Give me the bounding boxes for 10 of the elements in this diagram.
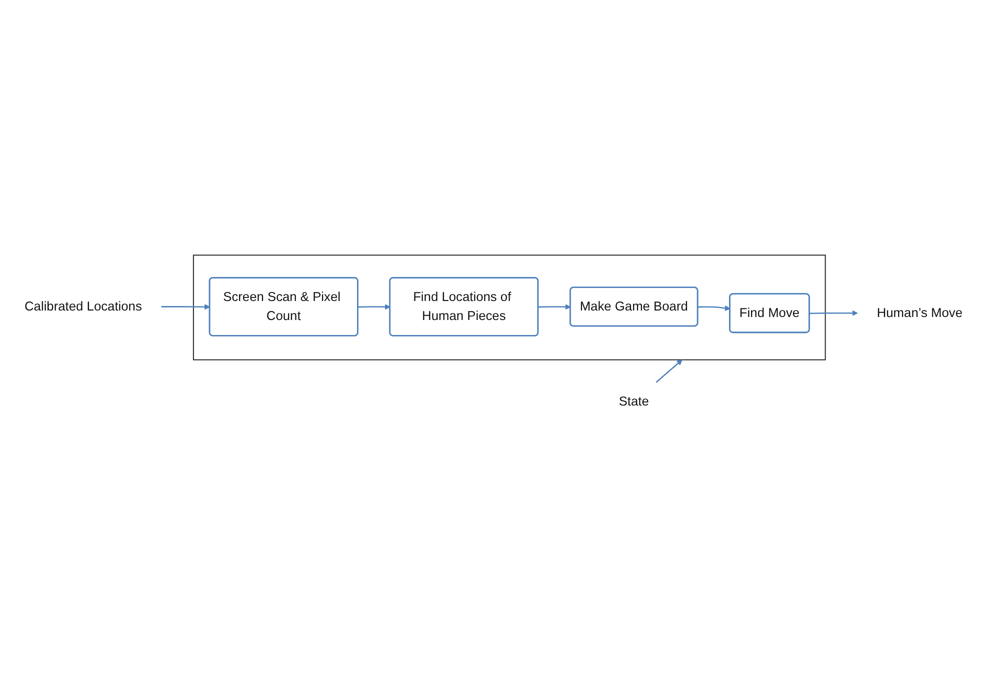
node-text: Human’s Move (876, 306, 963, 321)
arrow (538, 304, 571, 310)
arrow (358, 304, 390, 310)
arrow (698, 306, 730, 312)
node-text: State (618, 395, 649, 410)
node-text: Calibrated Locations (24, 300, 142, 314)
arrow (656, 360, 682, 384)
cluster (192, 255, 826, 361)
arrow (161, 304, 210, 310)
arrow (810, 310, 858, 316)
